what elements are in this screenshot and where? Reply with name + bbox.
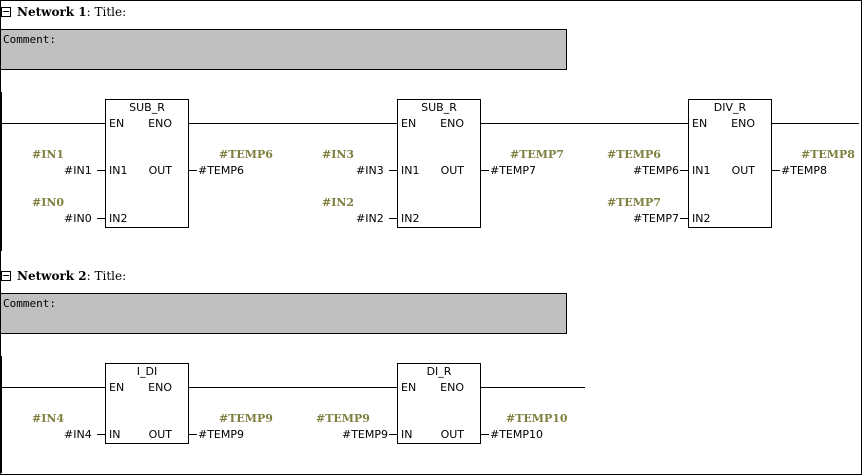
network-1-wire-div-out xyxy=(771,123,859,124)
network-1-sub-r-block-2[interactable]: SUB_R EN ENO IN1 OUT IN2 xyxy=(397,99,481,228)
block-name: DI_R xyxy=(426,365,452,378)
network-2-comment-label: Comment: xyxy=(3,297,56,310)
in1-stub xyxy=(389,170,397,171)
in1-stub xyxy=(97,170,105,171)
pin-eno: ENO xyxy=(731,117,755,130)
out-symbol: #TEMP8 xyxy=(801,148,855,161)
in2-symbol: #TEMP7 xyxy=(607,196,661,209)
pin-en: EN xyxy=(109,381,125,394)
pin-in: IN xyxy=(109,428,121,441)
network-1-title[interactable]: : Title: xyxy=(86,5,127,19)
network-2-power-rail xyxy=(0,356,2,473)
in1-symbol: #IN1 xyxy=(32,148,65,161)
in1-operand[interactable]: #TEMP6 xyxy=(633,164,680,177)
in2-stub xyxy=(680,218,688,219)
network-2-label: Network 2 xyxy=(17,269,87,283)
in2-stub xyxy=(389,218,397,219)
network-1-div-r-block[interactable]: DIV_R EN ENO IN1 OUT IN2 xyxy=(688,99,772,228)
network-1-wire-rail-to-sub1 xyxy=(2,123,105,124)
pin-out: OUT xyxy=(148,164,172,177)
pin-in2: IN2 xyxy=(109,212,128,225)
block-name: SUB_R xyxy=(421,101,457,114)
pin-in1: IN1 xyxy=(401,164,420,177)
pin-eno: ENO xyxy=(440,381,464,394)
in-symbol: #TEMP9 xyxy=(316,412,370,425)
pin-in2: IN2 xyxy=(401,212,420,225)
in-stub xyxy=(97,434,105,435)
out-stub xyxy=(480,434,489,435)
out-stub xyxy=(771,170,780,171)
block-name: SUB_R xyxy=(129,101,165,114)
network-1-wire-sub2-to-div xyxy=(480,123,688,124)
pin-out: OUT xyxy=(148,428,172,441)
network-2-header: Network 2: Title: xyxy=(17,269,126,283)
out-operand[interactable]: #TEMP10 xyxy=(490,428,544,441)
network-2-wire-rail-to-idi xyxy=(2,387,105,388)
in1-operand[interactable]: #IN3 xyxy=(356,164,384,177)
pin-eno: ENO xyxy=(148,117,172,130)
network-2-i-di-block[interactable]: I_DI EN ENO IN OUT xyxy=(105,363,189,444)
out-stub xyxy=(188,434,197,435)
in-operand[interactable]: #TEMP9 xyxy=(342,428,389,441)
pin-out: OUT xyxy=(440,164,464,177)
pin-out: OUT xyxy=(440,428,464,441)
network-2-comment-box[interactable]: Comment: xyxy=(0,293,567,334)
out-symbol: #TEMP6 xyxy=(219,148,273,161)
network-2-wire-idi-to-dir xyxy=(188,387,397,388)
in1-stub xyxy=(680,170,688,171)
network-2-di-r-block[interactable]: DI_R EN ENO IN OUT xyxy=(397,363,481,444)
in2-operand[interactable]: #IN2 xyxy=(356,212,384,225)
out-symbol: #TEMP7 xyxy=(510,148,564,161)
block-name: I_DI xyxy=(136,365,158,378)
in2-stub xyxy=(97,218,105,219)
out-stub xyxy=(188,170,197,171)
collapse-network-1-icon[interactable] xyxy=(1,7,11,17)
in2-symbol: #IN0 xyxy=(32,196,65,209)
pin-eno: ENO xyxy=(148,381,172,394)
out-symbol: #TEMP10 xyxy=(506,412,568,425)
in2-symbol: #IN2 xyxy=(322,196,355,209)
in1-symbol: #TEMP6 xyxy=(607,148,661,161)
pin-in1: IN1 xyxy=(109,164,128,177)
out-operand[interactable]: #TEMP8 xyxy=(781,164,828,177)
in2-operand[interactable]: #TEMP7 xyxy=(633,212,680,225)
pin-en: EN xyxy=(401,381,417,394)
out-stub xyxy=(480,170,489,171)
in2-operand[interactable]: #IN0 xyxy=(64,212,92,225)
in-operand[interactable]: #IN4 xyxy=(64,428,92,441)
network-1-sub-r-block-1[interactable]: SUB_R EN ENO IN1 OUT IN2 xyxy=(105,99,189,228)
out-symbol: #TEMP9 xyxy=(219,412,273,425)
pin-in2: IN2 xyxy=(692,212,711,225)
out-operand[interactable]: #TEMP7 xyxy=(490,164,537,177)
pin-out: OUT xyxy=(731,164,755,177)
block-name: DIV_R xyxy=(713,101,747,114)
pin-eno: ENO xyxy=(440,117,464,130)
network-2-title[interactable]: : Title: xyxy=(86,269,127,283)
pin-in: IN xyxy=(401,428,413,441)
out-operand[interactable]: #TEMP9 xyxy=(198,428,245,441)
network-1-comment-label: Comment: xyxy=(3,33,56,46)
in1-symbol: #IN3 xyxy=(322,148,355,161)
network-1-comment-box[interactable]: Comment: xyxy=(0,29,567,70)
collapse-network-2-icon[interactable] xyxy=(1,271,11,281)
network-1-label: Network 1 xyxy=(17,5,87,19)
pin-en: EN xyxy=(109,117,125,130)
network-1-wire-sub1-to-sub2 xyxy=(188,123,397,124)
network-1-header: Network 1: Title: xyxy=(17,5,126,19)
in-stub xyxy=(389,434,397,435)
network-2-wire-dir-out xyxy=(480,387,585,388)
pin-in1: IN1 xyxy=(692,164,711,177)
pin-en: EN xyxy=(401,117,417,130)
out-operand[interactable]: #TEMP6 xyxy=(198,164,245,177)
network-1-power-rail xyxy=(0,92,2,251)
in1-operand[interactable]: #IN1 xyxy=(64,164,92,177)
in-symbol: #IN4 xyxy=(32,412,65,425)
pin-en: EN xyxy=(692,117,708,130)
